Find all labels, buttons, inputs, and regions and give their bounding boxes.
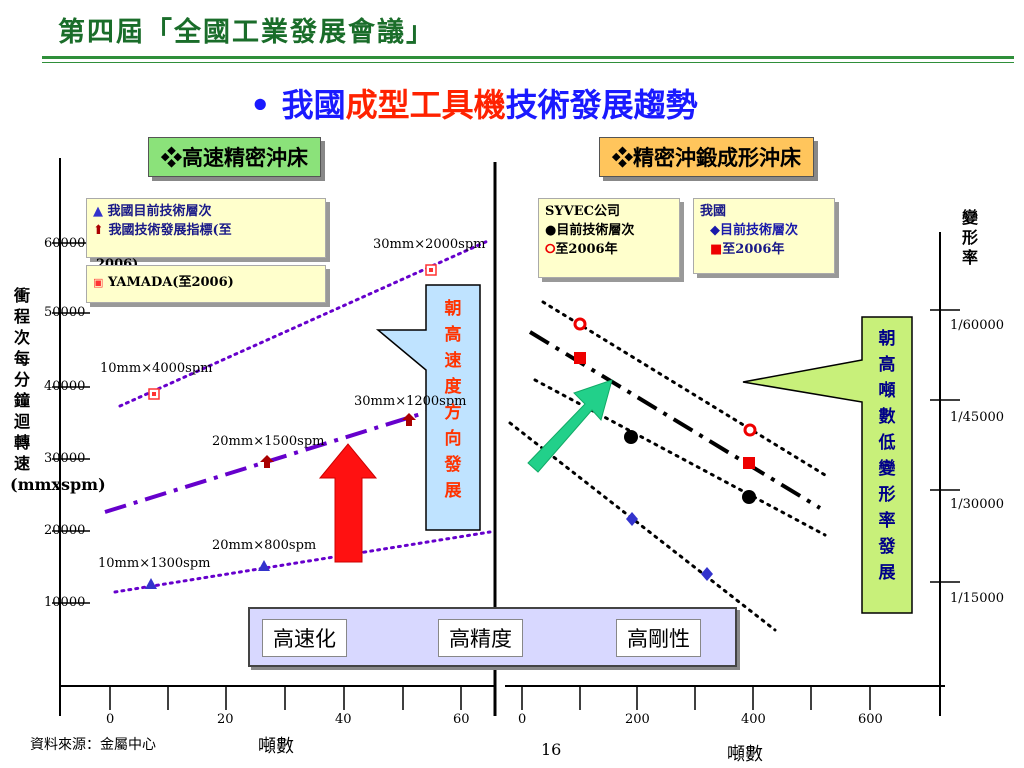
- left-y-tick-50000: 50000: [44, 305, 86, 320]
- title-bullet: •: [250, 86, 271, 124]
- summary-box: 高速化 高精度 高剛性: [248, 607, 737, 667]
- right-x-tick-600: 600: [858, 712, 883, 727]
- callout-right-shape: [742, 316, 913, 614]
- left-x-axis-label: 噸數: [258, 736, 294, 757]
- trend-line-low: [113, 530, 492, 594]
- tw-target-label: 至2006年: [722, 242, 785, 257]
- house-arrow-icon: ⬆: [93, 223, 104, 238]
- point-label-10x1300: 10mm×1300spm: [98, 556, 211, 571]
- legend-yamada-label: YAMADA(至2006): [107, 275, 234, 290]
- marker-target-2: [402, 413, 416, 426]
- right-panel-tag: ❖精密沖鍛成形沖床: [599, 137, 814, 177]
- marker-tw-target-2: [743, 457, 755, 469]
- right-legend-syvec: SYVEC公司 ●目前技術層次 ⭘至2006年: [538, 198, 680, 278]
- right-line-4: [508, 421, 777, 632]
- triangle-icon: ▲: [93, 204, 103, 219]
- header-rule: [42, 56, 1014, 59]
- right-y2-axis-label: 變形率: [961, 208, 978, 267]
- summary-item-speed: 高速化: [262, 619, 347, 657]
- square-icon: ■: [710, 242, 723, 257]
- left-y-tick-30000: 30000: [44, 451, 86, 466]
- marker-tw-target-1: [574, 352, 586, 364]
- header-rule-thin: [42, 62, 1014, 63]
- legend-current-label: 我國目前技術層次: [107, 204, 212, 219]
- point-label-20x800: 20mm×800spm: [212, 538, 317, 553]
- page-number: 16: [541, 740, 562, 759]
- point-label-30x1200: 30mm×1200spm: [354, 394, 467, 409]
- left-y-tick-40000: 40000: [44, 379, 86, 394]
- right-x-tick-200: 200: [625, 712, 650, 727]
- left-x-tick-20: 20: [217, 712, 234, 727]
- left-y-tick-20000: 20000: [44, 523, 86, 538]
- point-label-30x2000: 30mm×2000spm: [373, 237, 486, 252]
- trend-line-mid: [104, 406, 441, 514]
- square-dot-icon: ▣: [93, 276, 104, 289]
- title-part3: 技術發展趨勢: [505, 86, 698, 124]
- title-part2: 成型工具機: [345, 86, 506, 124]
- syvec-title: SYVEC公司: [545, 204, 621, 219]
- left-y-tick-10000: 10000: [44, 595, 86, 610]
- marker-current-1: [145, 578, 157, 589]
- marker-yamada-1: [148, 388, 160, 400]
- marker-current-2: [258, 560, 270, 571]
- right-callout-text: 朝高噸數低變形率發展: [878, 329, 896, 583]
- left-x-tick-marks: [109, 686, 462, 710]
- left-legend-1: ▲ 我國目前技術層次 ⬆ 我國技術發展指標(至: [86, 198, 326, 258]
- right-y2-tick-60000: 1/60000: [950, 318, 1005, 333]
- right-x-tick-marks: [521, 686, 871, 710]
- left-x-tick-0: 0: [106, 712, 115, 727]
- marker-syvec-current-1: [624, 430, 638, 444]
- left-y-axis-label: 衝程次每分鐘迴轉速(mmxspm): [10, 286, 106, 494]
- marker-syvec-current-2: [742, 490, 756, 504]
- right-line-1: [541, 300, 827, 477]
- right-x-tick-400: 400: [741, 712, 766, 727]
- right-y2-tick-marks: [930, 309, 960, 583]
- diag-arrow-green: [527, 379, 613, 473]
- legend-target-label: 我國技術發展指標(至: [108, 223, 232, 238]
- marker-tw-current-1: [626, 512, 638, 526]
- right-x-tick-0: 0: [518, 712, 527, 727]
- callout-left-shape: [375, 284, 481, 531]
- footer-source: 資料來源：金屬中心: [30, 737, 156, 753]
- right-y2-tick-30000: 1/30000: [950, 497, 1005, 512]
- left-x-tick-40: 40: [335, 712, 352, 727]
- marker-target-1: [260, 455, 274, 468]
- title-part1: 我國: [281, 86, 346, 124]
- syvec-target-label: 至2006年: [555, 242, 618, 257]
- up-arrow-red: [318, 443, 378, 563]
- left-callout-text: 朝高速度方向發展: [444, 299, 462, 501]
- tw-title: 我國: [700, 204, 727, 219]
- marker-syvec-target-2: [743, 423, 757, 437]
- left-y-tick-marks: [52, 242, 90, 604]
- main-title: • 我國成型工具機技術發展趨勢: [250, 80, 698, 126]
- point-label-10x4000: 10mm×4000spm: [100, 361, 213, 376]
- marker-syvec-target-1: [573, 317, 587, 331]
- summary-item-rigidity: 高剛性: [616, 619, 701, 657]
- left-y-tick-60000: 60000: [44, 236, 86, 251]
- tw-current-label: ◆目前技術層次: [710, 223, 798, 238]
- left-x-tick-60: 60: [453, 712, 470, 727]
- point-label-20x1500: 20mm×1500spm: [212, 434, 325, 449]
- right-y2-tick-15000: 1/15000: [950, 591, 1005, 606]
- marker-tw-current-2: [701, 567, 713, 581]
- left-legend-2: ▣ YAMADA(至2006): [86, 265, 326, 303]
- header-title: 第四屆「全國工業發展會議」: [58, 17, 435, 48]
- marker-yamada-2: [425, 264, 437, 276]
- right-line-3: [533, 378, 827, 537]
- right-x-axis-label: 噸數: [727, 744, 763, 765]
- summary-item-precision: 高精度: [438, 619, 523, 657]
- syvec-current-label: ●目前技術層次: [545, 223, 635, 238]
- left-panel-tag: ❖高速精密沖床: [148, 137, 321, 177]
- right-y2-tick-45000: 1/45000: [950, 410, 1005, 425]
- ring-icon: ⭘: [545, 242, 556, 257]
- right-legend-tw: 我國 ◆目前技術層次 ■至2006年: [693, 198, 835, 274]
